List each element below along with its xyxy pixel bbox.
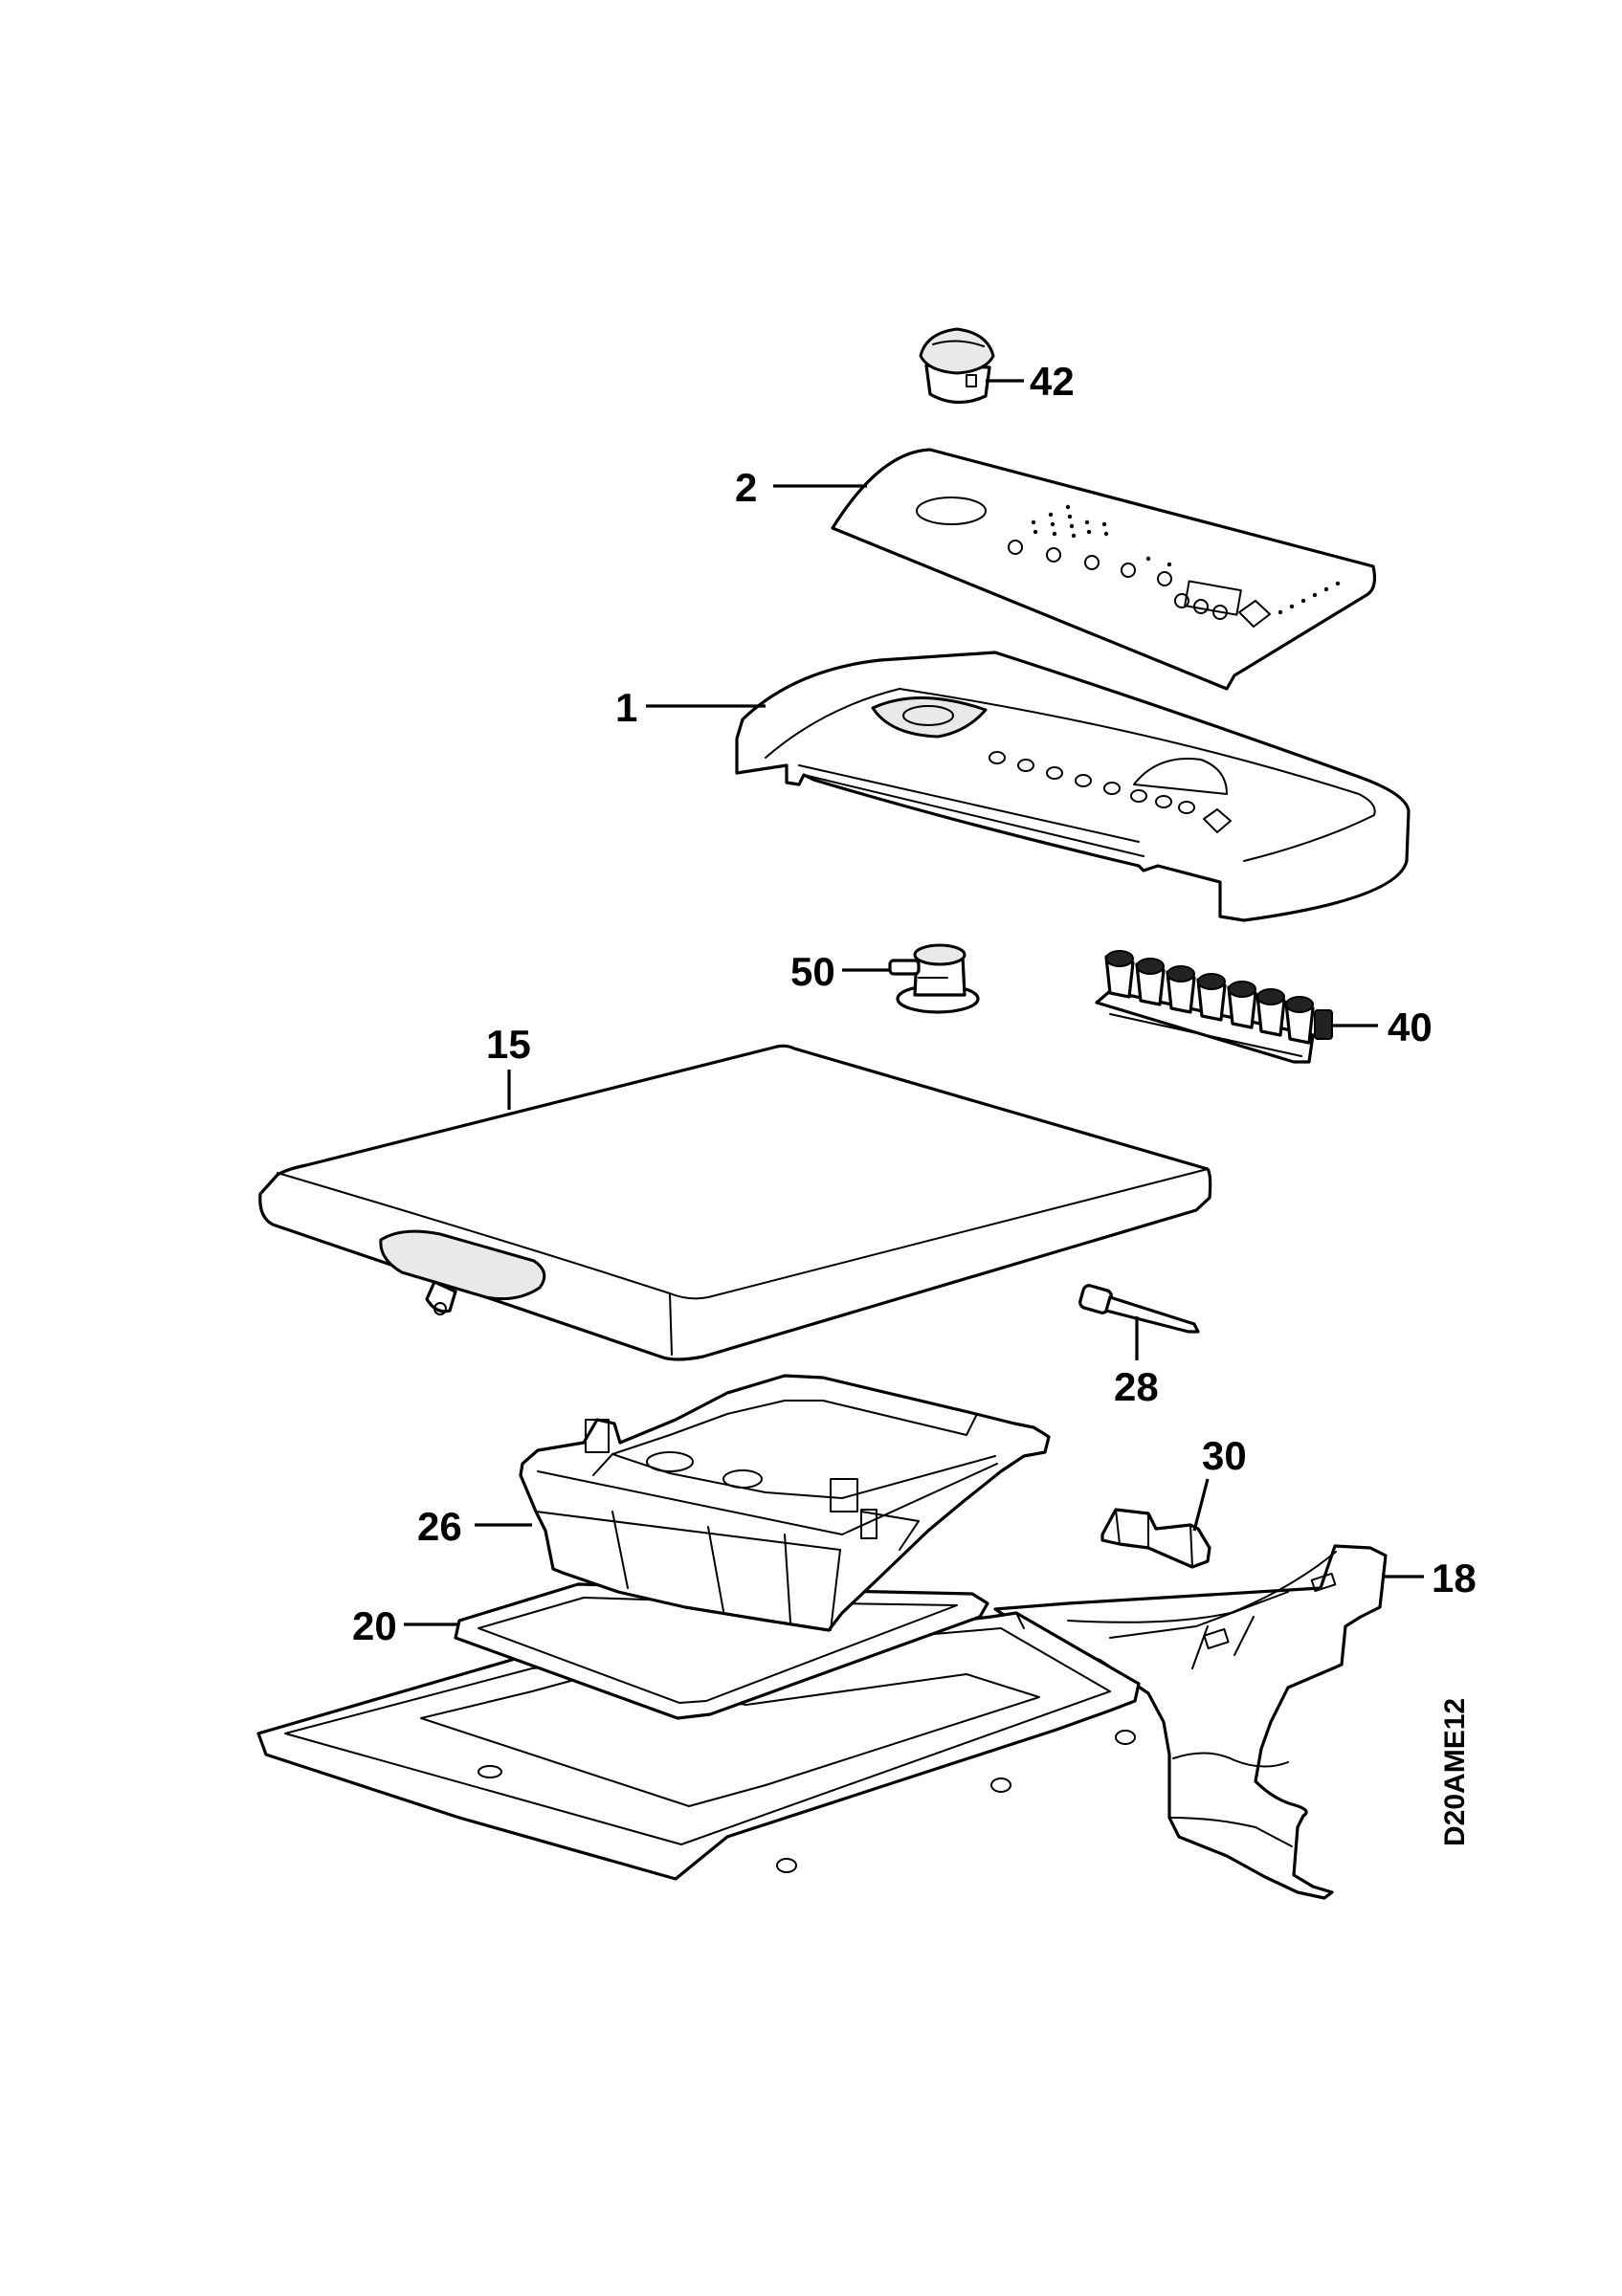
part-50-selector[interactable] (888, 943, 980, 1014)
callout-42: 42 (1030, 359, 1075, 404)
base-tray (256, 1611, 1141, 1881)
part-30-bracket[interactable] (1100, 1508, 1211, 1569)
callout-30: 30 (1202, 1433, 1247, 1478)
callout-50: 50 (790, 949, 835, 994)
base-tray-feet (776, 1730, 1136, 1873)
callout-28: 28 (1114, 1364, 1159, 1409)
part-15-top-lid[interactable] (258, 1044, 1212, 1361)
callout-1: 1 (615, 685, 637, 730)
part-26-dispenser[interactable] (519, 1374, 1051, 1632)
decal-buttons (1008, 540, 1228, 620)
part-28-pin[interactable] (1078, 1284, 1200, 1334)
part-18-side-frame[interactable] (993, 1544, 1388, 1900)
panel-button-holes (989, 751, 1195, 814)
part-1-control-panel[interactable] (735, 651, 1411, 922)
drawing-code: D20AME12 (1439, 1698, 1471, 1846)
part-42-knob[interactable] (919, 327, 995, 405)
callout-26: 26 (417, 1504, 462, 1549)
button-strip-buttons (1104, 950, 1333, 1045)
callout-18: 18 (1432, 1556, 1477, 1601)
callout-2: 2 (735, 465, 757, 510)
callout-40: 40 (1388, 1004, 1433, 1049)
decal-indicator-dots (1031, 504, 1341, 615)
part-40-button-strip[interactable] (1095, 950, 1333, 1064)
callout-15: 15 (486, 1022, 531, 1067)
part-20-gasket[interactable] (454, 1582, 989, 1720)
callout-20: 20 (352, 1603, 397, 1648)
leader-30 (1192, 1478, 1210, 1532)
part-2-control-decal[interactable] (831, 448, 1377, 691)
